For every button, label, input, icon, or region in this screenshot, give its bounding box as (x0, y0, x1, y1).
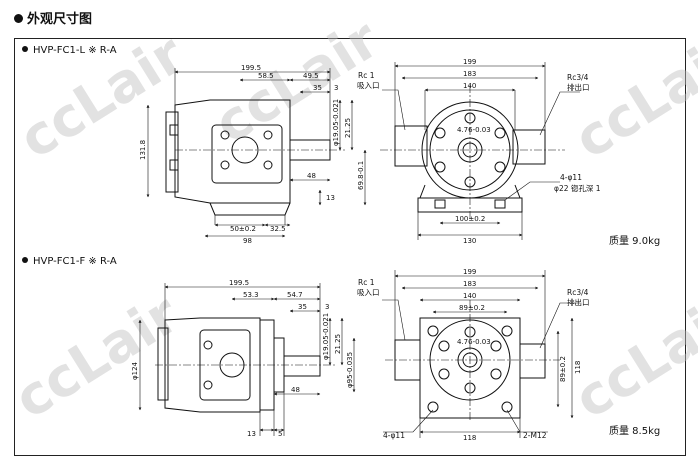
svg-text:89±0.2: 89±0.2 (559, 356, 567, 382)
side-dims-1 (146, 68, 367, 238)
svg-text:35: 35 (298, 303, 307, 311)
svg-text:53.3: 53.3 (243, 291, 259, 299)
front-view-1 (380, 85, 565, 220)
svg-text:吸入口: 吸入口 (357, 81, 380, 90)
mass-1: 质量 9.0kg (609, 236, 661, 247)
svg-text:48: 48 (307, 172, 316, 180)
svg-text:140: 140 (463, 82, 476, 90)
svg-text:48: 48 (291, 386, 300, 394)
svg-text:13: 13 (247, 430, 256, 438)
model-title-2: HVP-FC1-F ※ R-A (22, 256, 117, 267)
svg-text:4.76-0.03: 4.76-0.03 (457, 338, 491, 346)
svg-text:69.8-0.1: 69.8-0.1 (357, 161, 365, 190)
svg-text:199.5: 199.5 (229, 279, 249, 287)
svg-text:Rc 1: Rc 1 (358, 71, 375, 80)
dimension-labels-1: 199.5 58.5 49.5 35 3 48 13 50±0.2 32.5 9… (139, 58, 601, 245)
svg-text:5: 5 (278, 430, 282, 438)
svg-text:Rc 1: Rc 1 (358, 278, 375, 287)
svg-text:21.25: 21.25 (334, 334, 342, 354)
svg-text:89±0.2: 89±0.2 (459, 304, 485, 312)
dimension-labels-2: 199.5 53.3 54.7 35 3 48 13 5 φ124 φ19.05… (131, 268, 590, 442)
svg-text:50±0.2: 50±0.2 (230, 225, 256, 233)
model-title-1: HVP-FC1-L ※ R-A (22, 45, 117, 56)
svg-text:21.25: 21.25 (344, 118, 352, 138)
bullet-icon (14, 14, 23, 23)
svg-text:183: 183 (463, 70, 476, 78)
svg-text:φ19.05-0.021: φ19.05-0.021 (322, 313, 330, 360)
page-heading: 外观尺寸图 (14, 8, 92, 27)
svg-text:φ22 锪孔深 1: φ22 锪孔深 1 (554, 183, 601, 193)
svg-text:Rc3/4: Rc3/4 (567, 288, 589, 297)
svg-text:98: 98 (243, 237, 252, 245)
svg-text:排出口: 排出口 (567, 82, 590, 92)
svg-text:13: 13 (326, 194, 335, 202)
svg-text:3: 3 (325, 303, 329, 311)
svg-text:199: 199 (463, 58, 476, 66)
watermark-4: ccLair (4, 282, 190, 431)
watermark-1: ccLair (9, 22, 195, 171)
svg-text:φ95-0.035: φ95-0.035 (346, 352, 354, 388)
front-view-2 (385, 300, 560, 420)
svg-text:140: 140 (463, 292, 476, 300)
side-view-2 (155, 317, 335, 413)
svg-text:3: 3 (334, 84, 338, 92)
svg-text:吸入口: 吸入口 (357, 288, 380, 297)
svg-text:199: 199 (463, 268, 476, 276)
svg-text:4.76-0.03: 4.76-0.03 (457, 126, 491, 134)
svg-text:58.5: 58.5 (258, 72, 274, 80)
svg-text:130: 130 (463, 237, 476, 245)
svg-text:49.5: 49.5 (303, 72, 319, 80)
svg-text:199.5: 199.5 (241, 64, 261, 72)
svg-text:118: 118 (574, 361, 582, 374)
side-dims-2 (138, 283, 356, 436)
front-dims-1 (382, 62, 580, 240)
svg-text:131.8: 131.8 (139, 140, 147, 160)
drawing-frame (14, 38, 686, 456)
svg-text:183: 183 (463, 280, 476, 288)
front-dims-2 (382, 270, 580, 438)
svg-text:54.7: 54.7 (287, 291, 303, 299)
svg-text:100±0.2: 100±0.2 (455, 215, 485, 223)
bullet-icon (22, 257, 28, 263)
svg-text:32.5: 32.5 (270, 225, 286, 233)
svg-text:35: 35 (313, 84, 322, 92)
svg-text:2-M12: 2-M12 (523, 431, 547, 440)
mass-2: 质量 8.5kg (609, 426, 661, 437)
svg-text:φ19.05-0.021: φ19.05-0.021 (332, 99, 340, 146)
bullet-icon (22, 46, 28, 52)
svg-text:排出口: 排出口 (567, 297, 590, 307)
side-view-1 (165, 99, 345, 225)
svg-text:4-φ11: 4-φ11 (560, 173, 582, 182)
watermark-3: ccLair (564, 22, 698, 171)
svg-text:φ124: φ124 (131, 361, 139, 380)
svg-text:Rc3/4: Rc3/4 (567, 73, 589, 82)
svg-text:4-φ11: 4-φ11 (383, 431, 405, 440)
svg-text:118: 118 (463, 434, 476, 442)
page-title: 外观尺寸图 (27, 12, 93, 27)
